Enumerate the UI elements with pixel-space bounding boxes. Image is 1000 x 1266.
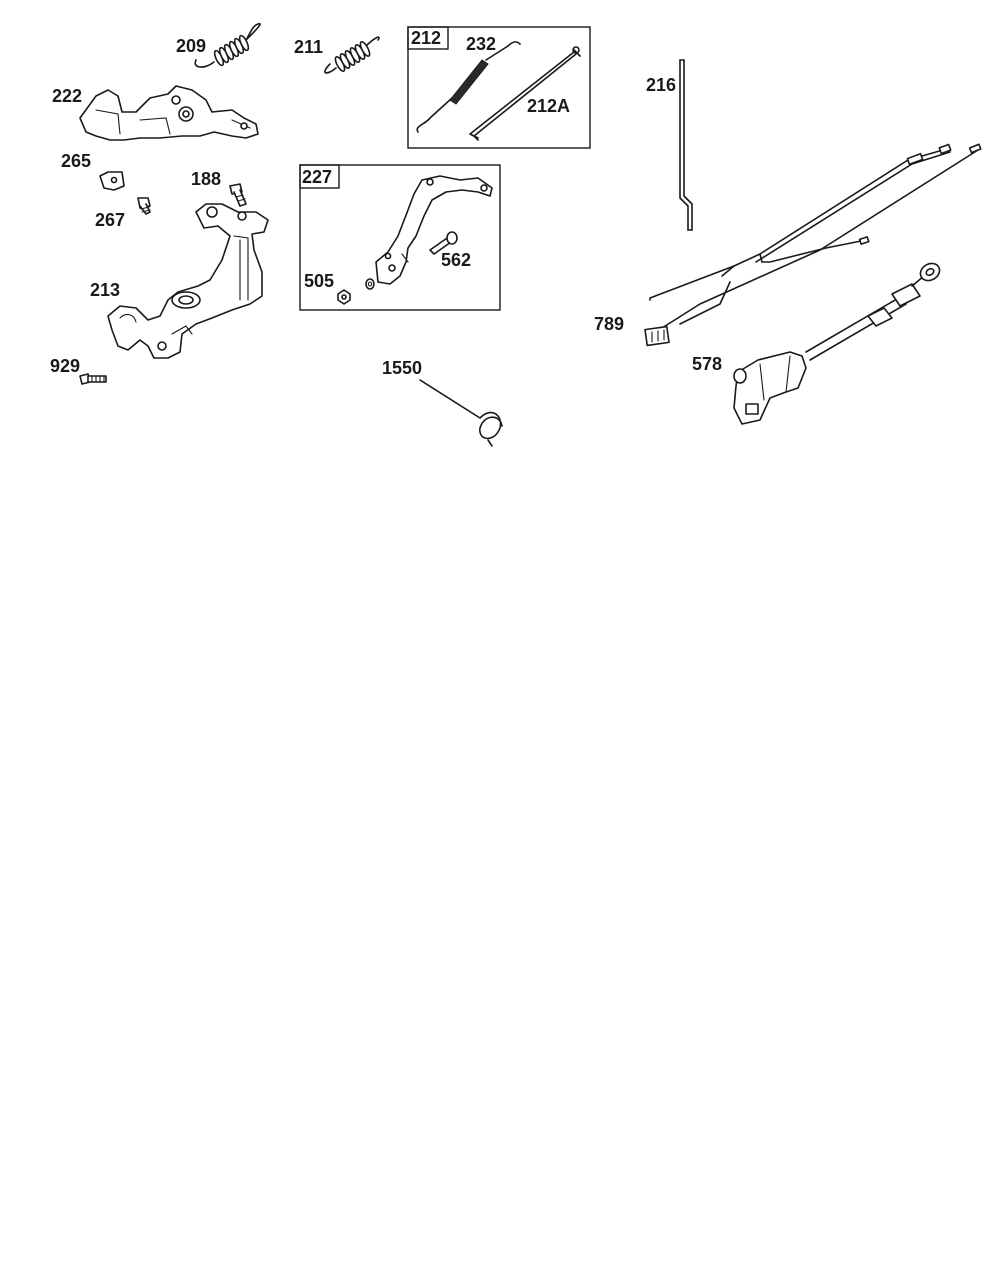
part-209-spring (194, 22, 261, 68)
label-209: 209 (176, 36, 206, 56)
label-188: 188 (191, 169, 221, 189)
label-1550: 1550 (382, 358, 422, 378)
label-211: 211 (294, 37, 323, 57)
label-267: 267 (95, 210, 125, 230)
part-227-lever-plate (375, 175, 493, 285)
kit-227-tag (299, 164, 340, 189)
label-789: 789 (594, 314, 624, 334)
part-232-spring-link (416, 41, 521, 133)
kit-212-box (407, 26, 591, 149)
part-216-rod (679, 59, 693, 231)
kit-212-tag (407, 26, 449, 50)
label-222: 222 (52, 86, 82, 106)
part-1550-wire-pin (419, 379, 503, 447)
part-789-wire-harness (644, 143, 982, 347)
label-212A: 212A (527, 96, 570, 116)
part-267-screw (137, 197, 151, 215)
kit-227-box (299, 164, 501, 311)
label-213: 213 (90, 280, 120, 300)
label-212: 212 (411, 28, 441, 48)
part-929-screw (79, 373, 107, 385)
part-211-spring (324, 36, 380, 74)
label-562: 562 (441, 250, 471, 270)
label-929: 929 (50, 356, 80, 376)
label-578: 578 (692, 354, 722, 374)
part-212A-rod (469, 46, 581, 141)
label-216: 216 (646, 75, 676, 95)
label-227: 227 (302, 167, 332, 187)
part-213-bracket (107, 203, 269, 359)
label-265: 265 (61, 151, 91, 171)
label-232: 232 (466, 34, 496, 54)
part-505-nut (337, 278, 375, 305)
part-578-stop-switch (733, 262, 941, 425)
part-562-shoulder-bolt (429, 231, 458, 255)
part-222-control-plate (79, 85, 259, 141)
label-505: 505 (304, 271, 334, 291)
part-188-screw (229, 183, 247, 207)
part-265-clip (99, 171, 125, 191)
